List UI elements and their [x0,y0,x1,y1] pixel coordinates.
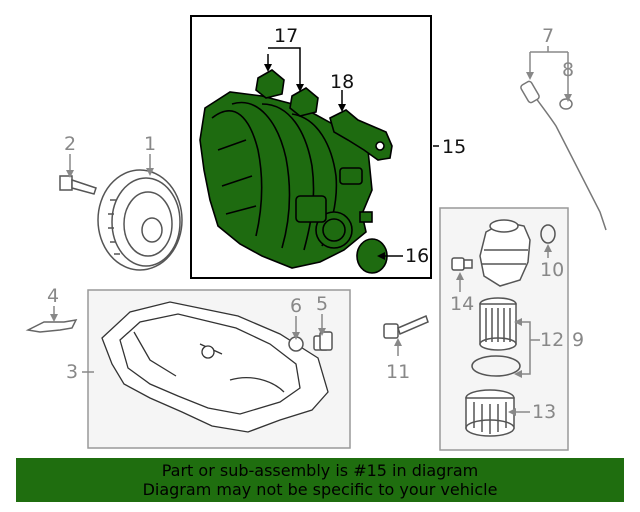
callout-13: 13 [532,401,556,423]
crank-pulley [97,169,183,271]
callout-9: 9 [572,329,584,351]
callout-8: 8 [562,59,574,81]
callout-12: 12 [540,329,564,351]
oil-pressure-switch [451,257,473,271]
gasket-17 [255,69,319,117]
banner-line-2: Diagram may not be specific to your vehi… [142,480,498,499]
oil-pan [101,301,329,433]
callout-18: 18 [330,71,354,93]
callout-17: 17 [274,25,298,47]
sealant-tube [25,319,78,333]
banner-line-1: Part or sub-assembly is #15 in diagram [161,461,479,480]
arrow-heads-dark [264,64,385,260]
callout-15: 15 [442,136,466,158]
callout-11: 11 [386,361,410,383]
drain-plug [313,331,333,351]
intake-manifold [199,91,373,269]
gasket-18 [329,109,393,161]
callout-3: 3 [66,361,78,383]
crank-bolt [59,175,97,195]
arrow-heads-grey [50,72,572,416]
info-banner: Part or sub-assembly is #15 in diagram D… [16,458,624,502]
dipstick [520,80,607,231]
callout-5: 5 [316,293,328,315]
callout-4: 4 [47,285,59,307]
housing-o-ring [540,224,556,244]
filter-cap [465,389,515,437]
callout-7: 7 [542,25,554,47]
callout-14: 14 [450,293,474,315]
oil-filter-element [479,297,517,351]
callout-10: 10 [540,259,564,281]
callout-2: 2 [64,133,76,155]
filter-o-ring [471,355,521,377]
callout-6: 6 [290,295,302,317]
dipstick-seal [559,98,573,110]
filter-housing [479,219,531,287]
bolt-11 [383,314,429,339]
callout-1: 1 [144,133,156,155]
callout-16: 16 [405,245,429,267]
